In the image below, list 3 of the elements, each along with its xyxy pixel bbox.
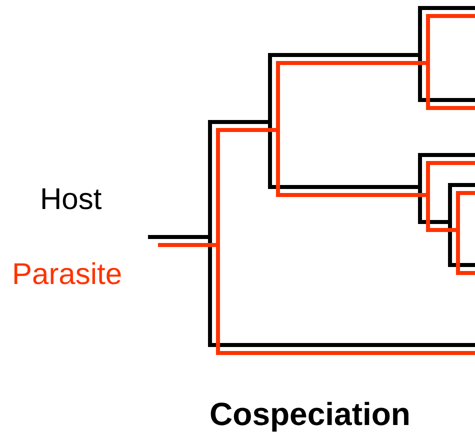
caption: Cospeciation	[208, 395, 412, 433]
legend-label: Parasite	[12, 258, 122, 292]
legend-label: Host	[40, 183, 102, 217]
